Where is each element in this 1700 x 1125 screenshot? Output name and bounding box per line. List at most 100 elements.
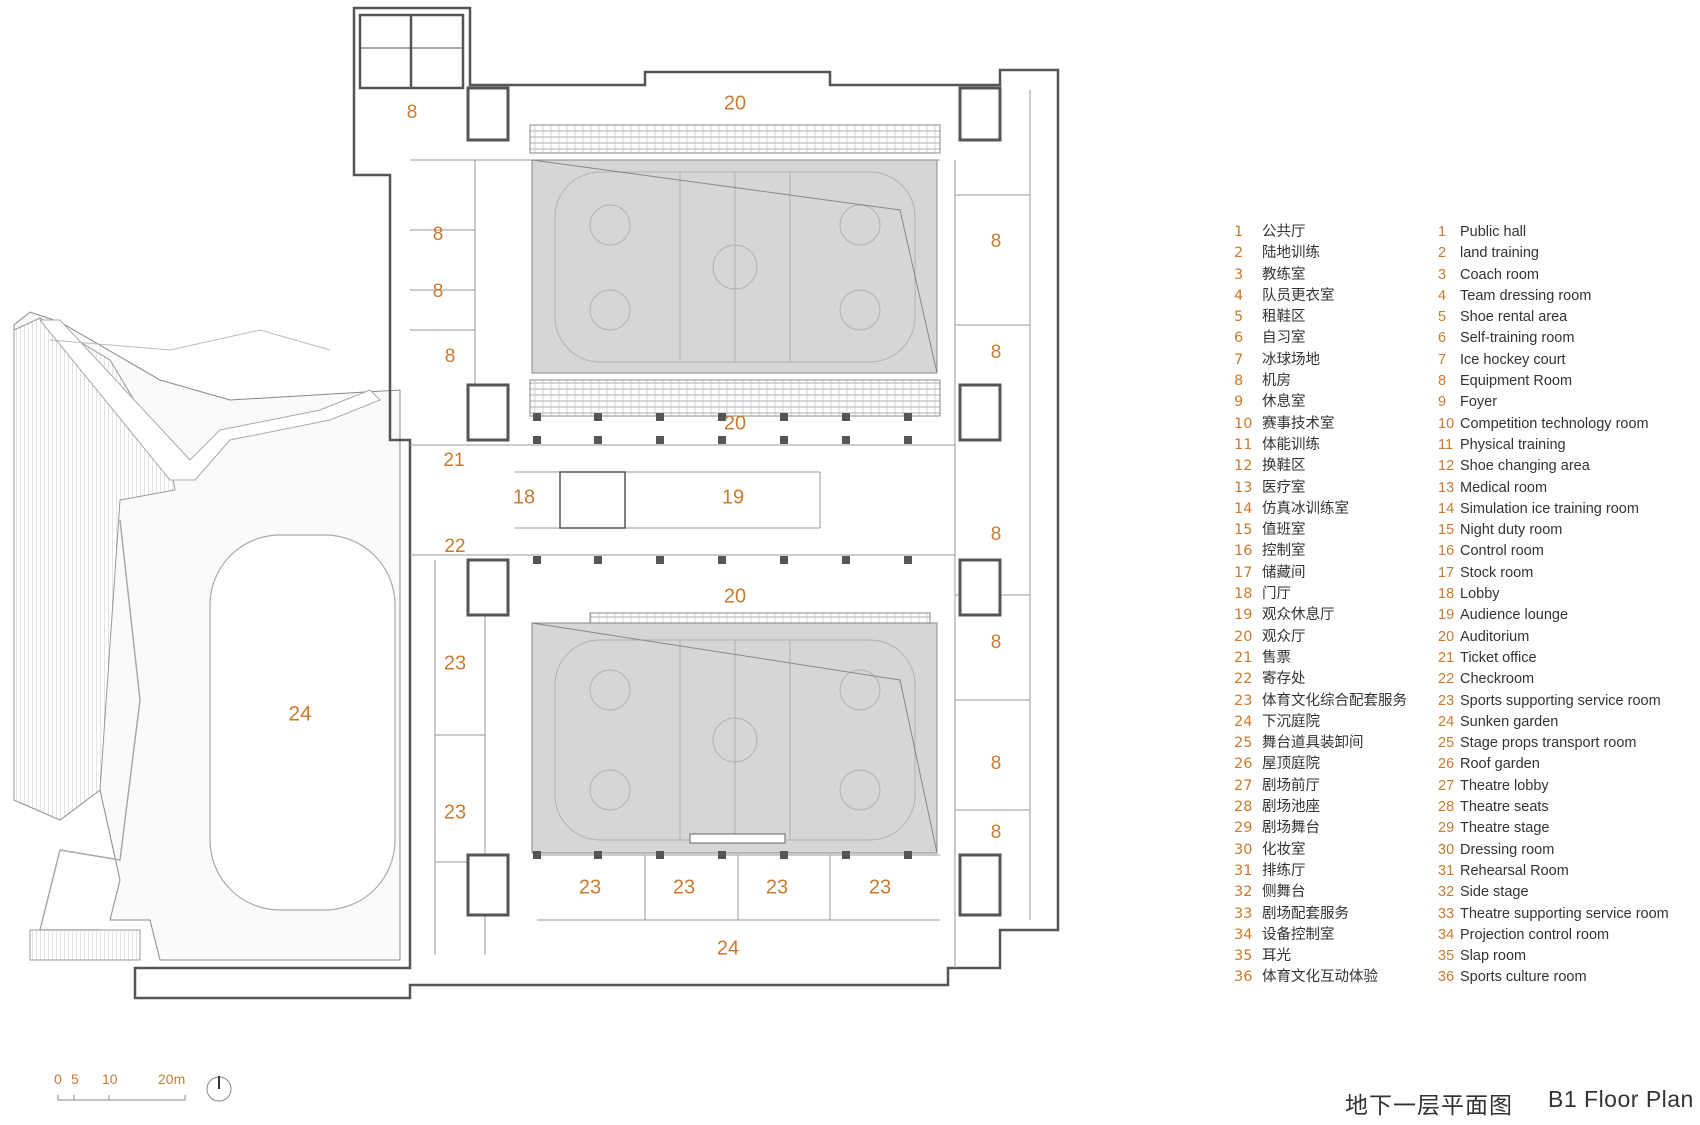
column xyxy=(780,436,788,444)
room-label: 23 xyxy=(444,652,466,674)
legend-text: 休息室 xyxy=(1262,394,1306,411)
legend-number: 10 xyxy=(1234,415,1253,432)
legend-number: 27 xyxy=(1438,777,1455,794)
legend-text: Foyer xyxy=(1460,394,1498,411)
legend-number: 31 xyxy=(1438,862,1455,879)
scale-label: 5 xyxy=(71,1071,79,1087)
legend-number: 35 xyxy=(1438,948,1455,965)
room-label: 8 xyxy=(433,224,444,245)
legend-item: 26 屋顶庭院 xyxy=(1234,754,1407,775)
legend-text: Roof garden xyxy=(1460,756,1540,773)
legend-number: 36 xyxy=(1438,969,1455,986)
legend-text: 租鞋区 xyxy=(1262,309,1306,326)
column xyxy=(533,413,541,421)
legend-number: 31 xyxy=(1234,862,1253,879)
legend-number: 19 xyxy=(1234,607,1253,624)
legend-item: 21 Ticket office xyxy=(1438,648,1669,669)
scale-label: 20m xyxy=(158,1071,186,1087)
legend-number: 15 xyxy=(1438,522,1455,539)
legend-number: 11 xyxy=(1438,436,1454,453)
legend-number: 16 xyxy=(1438,543,1455,560)
room-label: 19 xyxy=(722,486,744,508)
legend-number: 35 xyxy=(1234,948,1253,965)
legend-number: 30 xyxy=(1234,841,1253,858)
column xyxy=(656,413,664,421)
north-arrow-icon xyxy=(206,1076,232,1102)
legend-number: 32 xyxy=(1438,884,1455,901)
legend-text: Ticket office xyxy=(1460,649,1537,666)
legend-item: 36 Sports culture room xyxy=(1438,967,1669,988)
room-label: 8 xyxy=(991,524,1002,545)
legend-text: Ice hockey court xyxy=(1460,351,1566,368)
room-label: 8 xyxy=(407,102,418,123)
legend-text: 值班室 xyxy=(1262,522,1306,539)
legend-number: 3 xyxy=(1234,266,1244,283)
room-label: 8 xyxy=(991,753,1002,774)
structural-columns xyxy=(533,413,912,859)
legend-number: 18 xyxy=(1438,586,1455,603)
column xyxy=(904,436,912,444)
legend-number: 16 xyxy=(1234,543,1253,560)
legend-number: 29 xyxy=(1234,820,1253,837)
legend-text: 仿真冰训练室 xyxy=(1262,500,1349,517)
room-label: 8 xyxy=(991,231,1002,252)
legend-item: 11 体能训练 xyxy=(1234,435,1407,456)
legend-text: Theatre seats xyxy=(1460,799,1549,816)
scale-label: 0 xyxy=(54,1071,62,1087)
legend-number: 21 xyxy=(1234,649,1253,666)
column xyxy=(594,556,602,564)
legend-number: 33 xyxy=(1438,905,1455,922)
legend-number: 28 xyxy=(1234,799,1253,816)
legend-text: Theatre supporting service room xyxy=(1460,905,1669,922)
legend-text: Sports culture room xyxy=(1460,969,1587,986)
legend-text: Auditorium xyxy=(1460,628,1530,645)
scale-bar xyxy=(57,1095,186,1101)
legend-text: Rehearsal Room xyxy=(1460,862,1569,879)
legend-text: Simulation ice training room xyxy=(1460,500,1639,517)
legend-item: 19 观众休息厅 xyxy=(1234,605,1407,626)
legend-text: 舞台道具装卸间 xyxy=(1262,735,1364,752)
room-label: 18 xyxy=(513,486,535,508)
column xyxy=(656,556,664,564)
legend-number: 21 xyxy=(1438,649,1455,666)
legend-number: 26 xyxy=(1234,756,1253,773)
legend-text: 排练厅 xyxy=(1262,862,1306,879)
legend-number: 9 xyxy=(1438,394,1447,411)
legend-number: 6 xyxy=(1234,330,1244,347)
legend-number: 4 xyxy=(1438,287,1447,304)
legend-text: 门厅 xyxy=(1262,586,1291,603)
legend-text: 储藏间 xyxy=(1262,564,1306,581)
legend-text: Self-training room xyxy=(1460,330,1575,347)
column xyxy=(718,413,726,421)
legend-number: 33 xyxy=(1234,905,1253,922)
column xyxy=(842,556,850,564)
legend-number: 36 xyxy=(1234,969,1253,986)
legend-number: 18 xyxy=(1234,586,1253,603)
legend-text: 体能训练 xyxy=(1262,436,1320,453)
room-label: 23 xyxy=(444,801,466,823)
legend-text: Checkroom xyxy=(1460,671,1535,688)
column xyxy=(842,851,850,859)
legend-text: 屋顶庭院 xyxy=(1262,756,1320,773)
legend-text: Competition technology room xyxy=(1460,415,1649,432)
legend-text: Lobby xyxy=(1460,586,1500,603)
legend-number: 2 xyxy=(1438,245,1447,262)
room-label: 8 xyxy=(433,281,444,302)
legend-text: 观众休息厅 xyxy=(1262,607,1335,624)
legend-number: 11 xyxy=(1234,436,1253,453)
